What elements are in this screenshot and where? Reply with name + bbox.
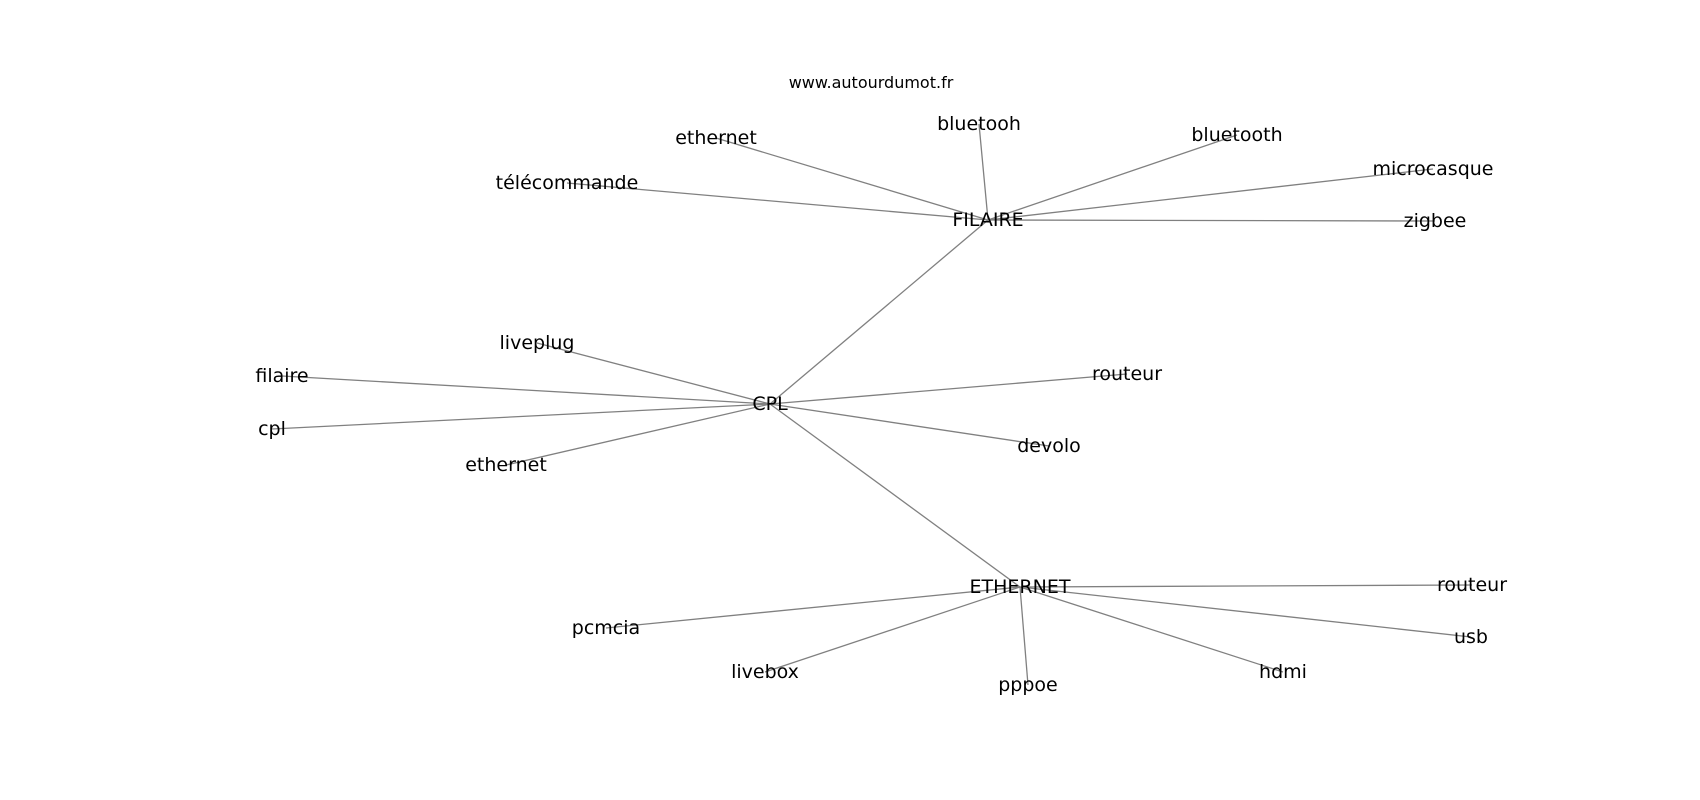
leaf-node-label: filaire (255, 365, 308, 387)
leaf-edge (1019, 586, 1284, 673)
graph-node-labels: FILAIRE CPL ETHERNET bluetooh ethernet téléco… (255, 113, 1507, 696)
leaf-edge (769, 403, 1050, 447)
leaf-node-label: ethernet (675, 127, 757, 149)
leaf-edge (987, 134, 1238, 221)
leaf-node-label: télécommande (496, 172, 639, 194)
site-watermark: www.autourdumot.fr (788, 73, 954, 92)
leaf-node-label: routeur (1437, 574, 1507, 596)
hub-node-label: FILAIRE (952, 209, 1023, 231)
leaf-edge (987, 168, 1434, 221)
hub-edge (769, 219, 989, 405)
leaf-edge (764, 586, 1021, 673)
leaf-node-label: microcasque (1372, 158, 1493, 180)
leaf-edge (536, 342, 771, 405)
leaf-edge (281, 375, 771, 405)
leaf-edge (566, 182, 989, 221)
leaf-node-label: cpl (258, 418, 286, 440)
graph-edges (271, 123, 1473, 686)
leaf-edge (505, 403, 771, 466)
leaf-edge (987, 219, 1436, 222)
hub-node-label: CPL (752, 393, 788, 415)
leaf-node-label: liveplug (500, 332, 575, 354)
leaf-edge (769, 373, 1128, 405)
leaf-node-label: devolo (1017, 435, 1081, 457)
leaf-edge (605, 586, 1021, 629)
leaf-node-label: ethernet (465, 454, 547, 476)
leaf-node-label: hdmi (1259, 661, 1307, 683)
leaf-edge (1019, 586, 1029, 686)
leaf-node-label: routeur (1092, 363, 1162, 385)
leaf-node-label: bluetooh (937, 113, 1021, 135)
leaf-node-label: pppoe (998, 674, 1058, 696)
leaf-node-label: zigbee (1404, 210, 1467, 232)
leaf-edge (715, 137, 989, 221)
leaf-edge (978, 123, 989, 221)
leaf-edge (1019, 586, 1472, 638)
hub-node-label: ETHERNET (970, 576, 1071, 598)
hub-edge (769, 403, 1021, 588)
leaf-edge (1019, 584, 1473, 588)
leaf-node-label: bluetooth (1191, 124, 1282, 146)
leaf-edge (271, 403, 771, 430)
leaf-node-label: usb (1454, 626, 1488, 648)
leaf-node-label: livebox (731, 661, 799, 683)
leaf-node-label: pcmcia (572, 617, 640, 639)
